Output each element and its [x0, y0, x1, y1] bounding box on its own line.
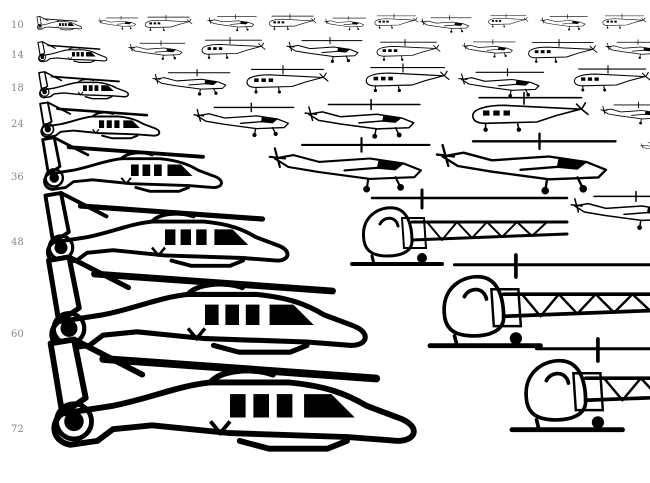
- helicopter-glyph-24-5: [600, 101, 650, 125]
- helicopter-glyph-10-11: [602, 13, 647, 29]
- helicopter-glyph-14-5: [376, 38, 441, 61]
- helicopter-glyph-36-2: [268, 137, 431, 193]
- size-label-24: 24: [11, 119, 24, 130]
- helicopter-glyph-10-2: [98, 15, 139, 30]
- helicopter-glyph-10-7: [374, 13, 419, 29]
- size-label-14: 14: [11, 50, 24, 61]
- helicopter-glyph-14-7: [528, 39, 598, 63]
- helicopter-glyph-18-1: [38, 71, 129, 100]
- size-label-10: 10: [11, 20, 24, 31]
- helicopter-glyph-10-10: [540, 14, 588, 31]
- helicopter-glyph-14-8: [605, 39, 650, 59]
- helicopter-glyph-14-6: [462, 39, 516, 58]
- helicopter-glyph-72-2: [509, 337, 650, 433]
- helicopter-glyph-48-2: [350, 188, 569, 266]
- helicopter-glyph-18-2: [152, 68, 231, 96]
- helicopter-glyph-18-6: [573, 65, 650, 92]
- helicopter-glyph-24-4: [472, 91, 589, 132]
- helicopter-glyph-48-3: [570, 190, 650, 230]
- helicopter-glyph-14-2: [128, 40, 186, 60]
- helicopter-glyph-18-3: [246, 65, 329, 94]
- helicopter-glyph-18-5: [458, 68, 545, 98]
- helicopter-glyph-10-3: [144, 14, 193, 32]
- helicopter-glyph-36-3: [435, 132, 617, 195]
- helicopter-glyph-10-4: [207, 14, 257, 32]
- helicopter-glyph-72-1: [47, 336, 417, 452]
- helicopter-glyph-10-8: [420, 15, 472, 33]
- size-label-18: 18: [11, 83, 24, 94]
- helicopter-glyph-24-3: [304, 98, 421, 139]
- helicopter-glyph-14-4: [286, 36, 363, 63]
- helicopter-glyph-48-1: [43, 191, 290, 268]
- helicopter-glyph-14-1: [37, 41, 108, 63]
- size-label-36: 36: [11, 172, 24, 183]
- helicopter-glyph-10-9: [488, 13, 529, 28]
- helicopter-glyph-18-4: [365, 63, 450, 93]
- helicopter-glyph-36-4: [640, 142, 650, 150]
- helicopter-glyph-60-1: [46, 254, 368, 355]
- helicopter-glyph-10-6: [324, 16, 367, 31]
- helicopter-glyph-60-2: [427, 253, 650, 349]
- size-label-72: 72: [11, 424, 24, 435]
- size-label-48: 48: [11, 237, 24, 248]
- helicopter-glyph-10-5: [268, 13, 317, 31]
- size-label-60: 60: [11, 329, 24, 340]
- helicopter-glyph-24-1: [39, 101, 161, 140]
- helicopter-glyph-36-1: [41, 136, 223, 193]
- helicopter-glyph-10-1: [36, 16, 82, 31]
- helicopter-glyph-14-3: [201, 36, 266, 59]
- helicopter-glyph-24-2: [193, 102, 295, 138]
